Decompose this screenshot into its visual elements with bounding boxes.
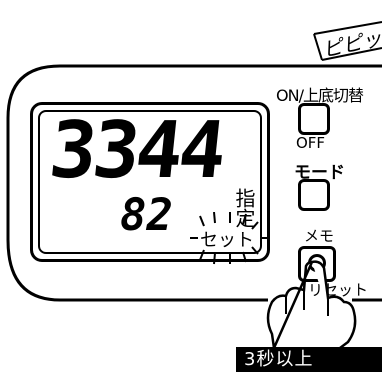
power-button[interactable] bbox=[298, 103, 330, 135]
lcd-frame-outer bbox=[30, 102, 270, 262]
memo-label: メモ bbox=[304, 227, 335, 245]
instruction-badge: 3秒以上 bbox=[236, 347, 382, 372]
mode-label: モード bbox=[294, 163, 345, 183]
lcd-frame-inner bbox=[38, 110, 262, 254]
blink-rays-icon bbox=[190, 212, 270, 265]
off-label: OFF bbox=[296, 134, 326, 152]
set-label: セット bbox=[200, 230, 254, 251]
on-toggle-label: ON/上底切替 bbox=[276, 86, 364, 105]
sub-reading: 82 bbox=[120, 190, 173, 241]
sound-lines-icon bbox=[313, 21, 382, 61]
main-reading: 3344 bbox=[45, 106, 227, 196]
pointing-finger-icon bbox=[266, 260, 357, 348]
sound-effect: ピピッ bbox=[308, 20, 382, 64]
mode-button[interactable] bbox=[298, 179, 330, 211]
